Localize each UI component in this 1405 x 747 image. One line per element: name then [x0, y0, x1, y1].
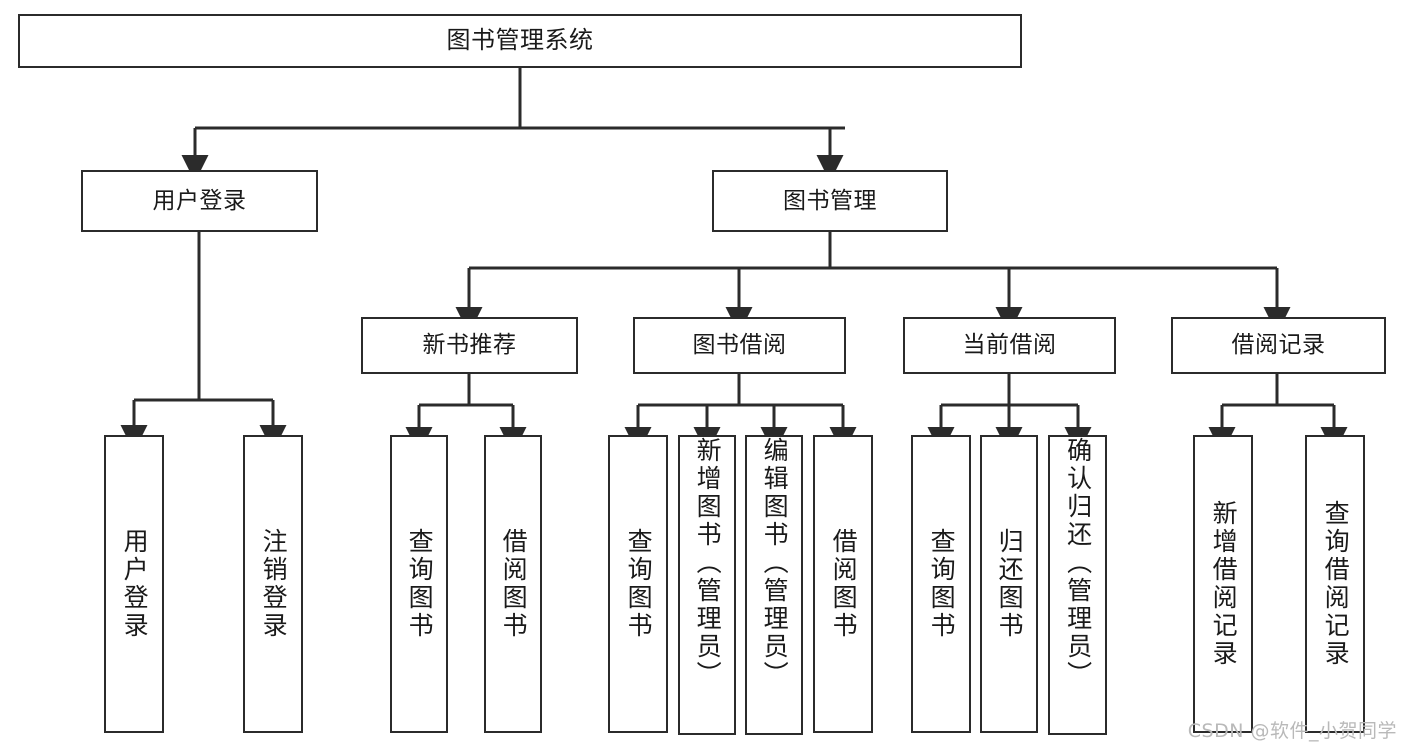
leaf-current-borrow-query-label: 查询图书 — [927, 528, 957, 640]
leaf-borrow-record-query[interactable]: 查询借阅记录 — [1305, 435, 1365, 733]
leaf-current-borrow-confirm[interactable]: 确认归还（管理员） — [1048, 435, 1107, 735]
leaf-book-borrow-query-label: 查询图书 — [624, 528, 654, 640]
leaf-book-borrow-edit[interactable]: 编辑图书（管理员） — [745, 435, 803, 735]
leaf-borrow-record-add[interactable]: 新增借阅记录 — [1193, 435, 1253, 733]
node-user-login[interactable]: 用户登录 — [81, 170, 318, 232]
leaf-current-borrow-return-label: 归还图书 — [995, 528, 1025, 640]
node-borrow-record[interactable]: 借阅记录 — [1171, 317, 1386, 374]
leaf-user-login-logout[interactable]: 注销登录 — [243, 435, 303, 733]
node-book-borrow[interactable]: 图书借阅 — [633, 317, 846, 374]
leaf-book-borrow-borrow-label: 借阅图书 — [829, 528, 859, 640]
node-book-borrow-label: 图书借阅 — [692, 332, 787, 359]
leaf-borrow-record-query-label: 查询借阅记录 — [1321, 500, 1351, 668]
leaf-new-book-query[interactable]: 查询图书 — [390, 435, 448, 733]
leaf-current-borrow-return[interactable]: 归还图书 — [980, 435, 1038, 733]
node-root-label: 图书管理系统 — [446, 26, 594, 55]
leaf-user-login-login[interactable]: 用户登录 — [104, 435, 164, 733]
leaf-book-borrow-query[interactable]: 查询图书 — [608, 435, 668, 733]
leaf-borrow-record-add-label: 新增借阅记录 — [1209, 500, 1239, 668]
node-new-book-recommend[interactable]: 新书推荐 — [361, 317, 578, 374]
leaf-book-borrow-borrow[interactable]: 借阅图书 — [813, 435, 873, 733]
node-borrow-record-label: 借阅记录 — [1231, 332, 1326, 359]
leaf-new-book-query-label: 查询图书 — [405, 528, 435, 640]
csdn-watermark: CSDN @软件_小贺同学 — [1187, 720, 1397, 742]
node-new-book-recommend-label: 新书推荐 — [422, 332, 517, 359]
node-root[interactable]: 图书管理系统 — [18, 14, 1022, 68]
node-current-borrow[interactable]: 当前借阅 — [903, 317, 1116, 374]
node-book-management[interactable]: 图书管理 — [712, 170, 948, 232]
node-current-borrow-label: 当前借阅 — [962, 332, 1057, 359]
node-book-management-label: 图书管理 — [783, 187, 877, 214]
leaf-book-borrow-edit-label: 编辑图书（管理员） — [760, 437, 790, 689]
leaf-current-borrow-confirm-label: 确认归还（管理员） — [1063, 437, 1093, 689]
leaf-book-borrow-add-label: 新增图书（管理员） — [693, 437, 723, 689]
leaf-new-book-borrow[interactable]: 借阅图书 — [484, 435, 542, 733]
leaf-user-login-login-label: 用户登录 — [120, 528, 150, 640]
leaf-user-login-logout-label: 注销登录 — [259, 528, 289, 640]
leaf-current-borrow-query[interactable]: 查询图书 — [911, 435, 971, 733]
leaf-new-book-borrow-label: 借阅图书 — [499, 528, 529, 640]
node-user-login-label: 用户登录 — [152, 187, 247, 214]
leaf-book-borrow-add[interactable]: 新增图书（管理员） — [678, 435, 736, 735]
